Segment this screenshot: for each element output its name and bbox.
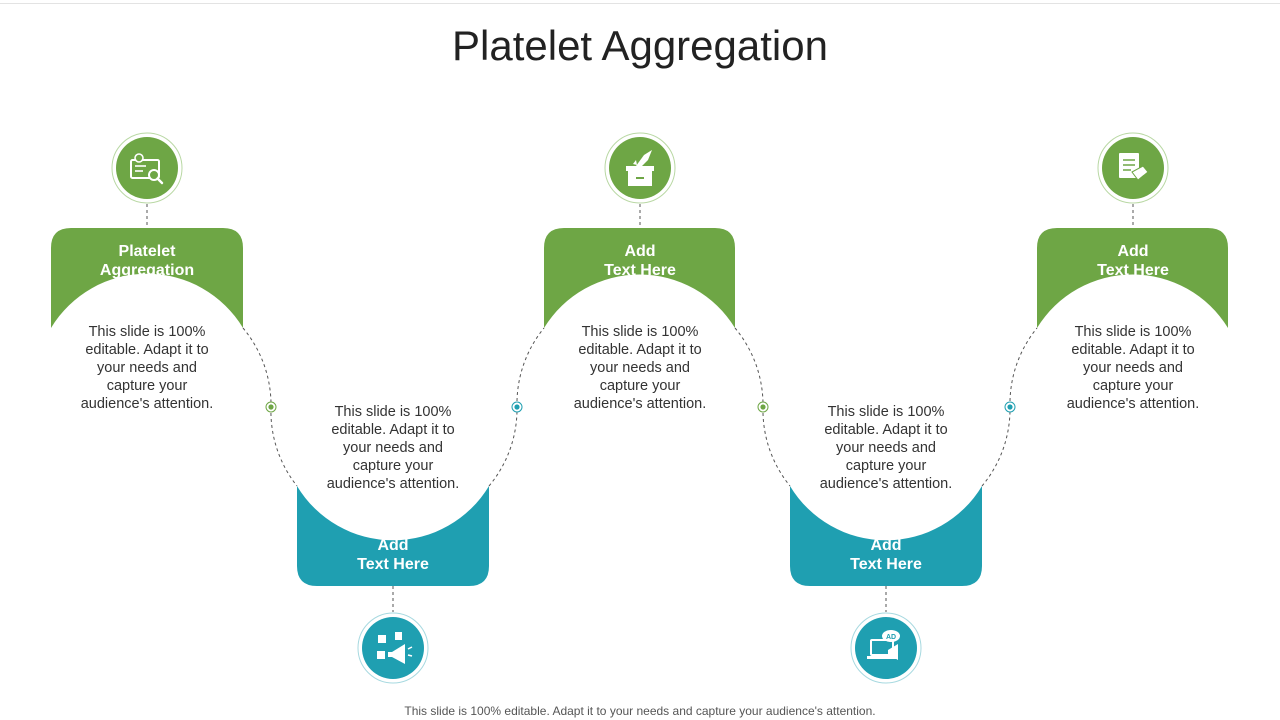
megaphone-media-icon [357,612,429,684]
step-3-label: Add Text Here [604,243,676,279]
step-5-tab [1037,228,1228,328]
footer-note: This slide is 100% editable. Adapt it to… [404,704,876,718]
wave-segment-6 [762,406,791,487]
top-rule [0,3,1280,4]
step-4-label: Add Text Here [850,537,922,573]
junction-dot-4 [1004,401,1016,413]
ad-laptop-icon: AD [850,612,922,684]
step-2-description: This slide is 100% editable. Adapt it to… [326,404,460,492]
wave-segment-7 [981,406,1011,487]
step-5-label: Add Text Here [1097,243,1169,279]
step-2-tab [297,486,489,586]
step-3-description: This slide is 100% editable. Adapt it to… [573,324,707,412]
junction-dot-2 [511,401,523,413]
step-1-tab [51,228,243,328]
step-2-label: Add Text Here [357,537,429,573]
wave-segment-4 [516,327,545,408]
wave-segment-2 [270,406,298,487]
junction-dot-1 [265,401,277,413]
step-3-tab [544,228,735,328]
step-4-description: This slide is 100% editable. Adapt it to… [819,404,953,492]
step-1-description: This slide is 100% editable. Adapt it to… [80,324,214,412]
wave-segment-8 [1009,327,1038,408]
wave-segment-3 [488,406,518,487]
svg-text:AD: AD [886,634,896,641]
check-magnifier-icon [111,132,183,204]
step-1-label: Platelet Aggregation [99,243,195,279]
wave-segment-1 [242,327,272,408]
step-5-description: This slide is 100% editable. Adapt it to… [1066,324,1200,412]
rocket-box-icon [604,132,676,204]
junction-dot-3 [757,401,769,413]
wave-segment-5 [734,327,764,408]
document-hand-icon [1097,132,1169,204]
slide-title: Platelet Aggregation [452,22,828,69]
step-4-tab [790,486,982,586]
